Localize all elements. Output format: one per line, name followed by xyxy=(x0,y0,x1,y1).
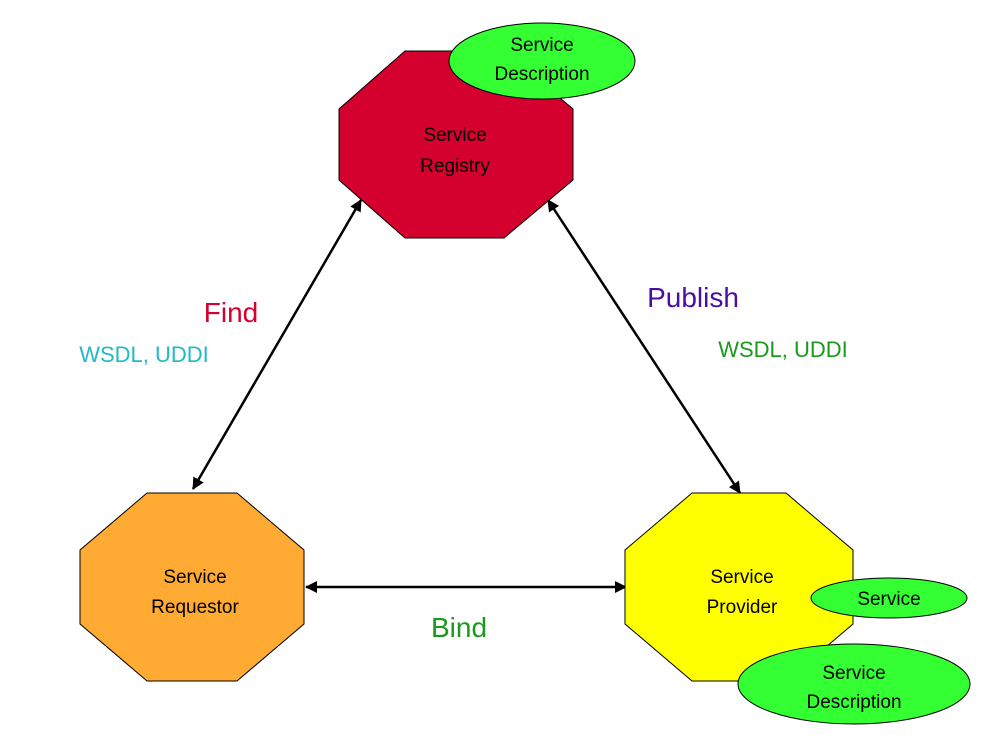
provider-description-line1: Service xyxy=(822,663,885,684)
publish-arrow xyxy=(546,199,742,494)
service-provider-node: Service Provider xyxy=(624,492,854,682)
service-requestor-label-line2: Requestor xyxy=(151,597,239,618)
provider-service-ellipse xyxy=(810,577,968,619)
provider-service: Service xyxy=(810,577,968,619)
service-provider-label-line2: Provider xyxy=(707,597,778,618)
registry-description-line2: Description xyxy=(494,64,589,85)
service-requestor-label-line1: Service xyxy=(163,567,226,588)
find-protocols: WSDL, UDDI xyxy=(79,342,209,367)
bind-label: Bind xyxy=(431,612,487,643)
provider-description-ellipse xyxy=(737,643,971,725)
registry-service-description: Service Description xyxy=(448,22,636,100)
registry-description-line1: Service xyxy=(510,35,573,56)
service-requestor-node: Service Requestor xyxy=(79,492,305,682)
find-label: Find xyxy=(204,297,258,328)
service-provider-label-line1: Service xyxy=(710,567,773,588)
provider-service-description: Service Description xyxy=(737,643,971,725)
service-registry-label-line2: Registry xyxy=(420,156,490,177)
registry-description-ellipse xyxy=(448,22,636,100)
service-requestor-octagon xyxy=(79,492,305,682)
provider-service-label: Service xyxy=(857,589,920,610)
publish-protocols: WSDL, UDDI xyxy=(718,337,848,362)
publish-label: Publish xyxy=(647,282,739,313)
service-registry-label-line1: Service xyxy=(423,125,486,146)
provider-description-line2: Description xyxy=(806,692,901,713)
find-arrow xyxy=(191,199,363,490)
